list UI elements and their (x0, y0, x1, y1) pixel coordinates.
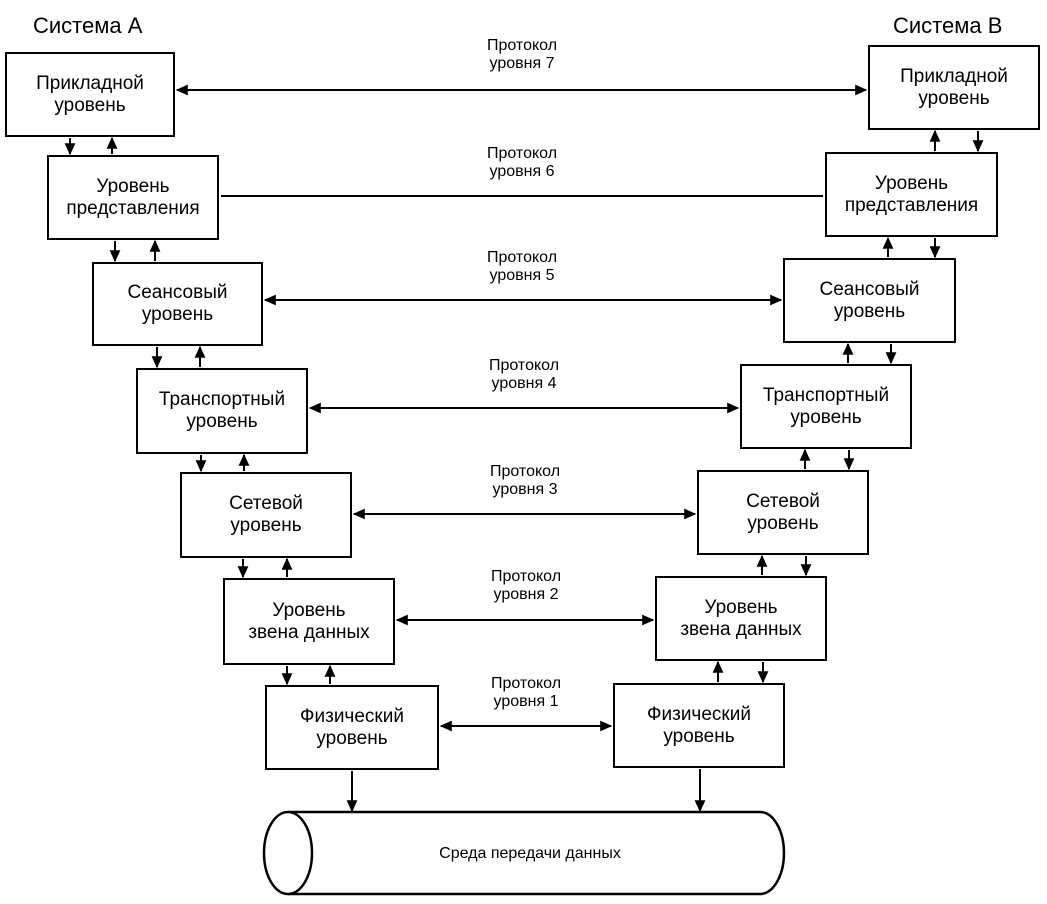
layer-a-application-box: Прикладной уровень (5, 52, 175, 137)
layer-b-application-line2: уровень (918, 87, 990, 109)
protocol-2-line2: уровня 2 (493, 586, 559, 603)
layer-b-transport-box: Транспортный уровень (740, 364, 912, 449)
transmission-medium-cylinder (262, 810, 786, 896)
layer-a-session-box: Сеансовый уровень (92, 262, 263, 346)
protocol-6-line1: Протокол (486, 145, 558, 162)
layer-b-transport-line2: уровень (790, 406, 862, 428)
system-a-title: Система А (33, 13, 143, 38)
layer-b-transport-line1: Транспортный (762, 384, 890, 406)
layer-a-network-line1: Сетевой (229, 493, 303, 514)
protocol-5-line1: Протокол (486, 249, 558, 266)
layer-a-physical-box: Физический уровень (265, 685, 439, 770)
layer-a-presentation-line2: представления (66, 197, 200, 219)
protocol-7-label: Протокол уровня 7 (422, 37, 622, 73)
layer-a-presentation-box: Уровень представления (47, 155, 219, 240)
layer-b-network-line1: Сетевой (746, 490, 820, 512)
protocol-7-line2: уровня 7 (489, 55, 555, 72)
layer-a-application-line1: Прикладной (36, 72, 144, 94)
layer-a-application-line2: уровень (54, 94, 126, 116)
layer-a-presentation-line1: Уровень (96, 175, 170, 197)
layer-a-datalink-box: Уровень звена данных (223, 578, 395, 665)
layer-b-application-box: Прикладной уровень (868, 45, 1040, 130)
layer-b-presentation-line2: представления (844, 194, 979, 216)
protocol-7-line1: Протокол (486, 37, 558, 54)
layer-a-datalink-line1: Уровень (272, 599, 346, 621)
layer-a-transport-line2: уровень (186, 411, 258, 432)
protocol-6-line2: уровня 6 (489, 163, 555, 180)
protocol-4-label: Протокол уровня 4 (424, 357, 624, 393)
protocol-5-line2: уровня 5 (489, 267, 555, 284)
protocol-3-label: Протокол уровня 3 (425, 463, 625, 499)
layer-b-datalink-line2: звена данных (680, 618, 802, 640)
protocol-4-line2: уровня 4 (491, 375, 557, 392)
layer-a-transport-line1: Транспортный (158, 389, 286, 410)
layer-a-network-box: Сетевой уровень (180, 472, 352, 558)
layer-a-physical-line2: уровень (316, 727, 388, 749)
layer-b-session-line1: Сеансовый (819, 278, 920, 300)
protocol-3-line2: уровня 3 (492, 481, 558, 498)
layer-b-datalink-box: Уровень звена данных (655, 576, 827, 661)
protocol-1-line2: уровня 1 (493, 693, 559, 710)
layer-a-physical-line1: Физический (300, 705, 404, 727)
layer-b-physical-line2: уровень (663, 725, 735, 747)
layer-b-datalink-line1: Уровень (704, 596, 778, 618)
layer-b-session-box: Сеансовый уровень (783, 258, 956, 343)
protocol-6-label: Протокол уровня 6 (422, 145, 622, 181)
layer-b-application-line1: Прикладной (900, 65, 1008, 87)
layer-b-session-line2: уровень (833, 300, 906, 322)
protocol-2-label: Протокол уровня 2 (426, 568, 626, 604)
protocol-1-label: Протокол уровня 1 (426, 675, 626, 711)
protocol-3-line1: Протокол (489, 463, 561, 480)
layer-a-transport-box: Транспортный уровень (136, 368, 308, 454)
layer-b-presentation-line1: Уровень (874, 172, 949, 194)
layer-b-physical-line1: Физический (647, 703, 751, 725)
layer-a-datalink-line2: звена данных (248, 621, 370, 643)
layer-b-presentation-box: Уровень представления (825, 152, 998, 237)
layer-b-physical-box: Физический уровень (613, 683, 785, 768)
layer-a-network-line2: уровень (230, 515, 302, 536)
protocol-4-line1: Протокол (488, 357, 560, 374)
layer-b-network-line2: уровень (747, 512, 819, 534)
layer-b-network-box: Сетевой уровень (697, 470, 869, 555)
protocol-2-line1: Протокол (490, 568, 562, 585)
protocol-1-line1: Протокол (490, 675, 562, 692)
system-b-title: Система В (893, 13, 1003, 38)
layer-a-session-line2: уровень (141, 304, 214, 325)
layer-a-session-line1: Сеансовый (127, 282, 228, 303)
transmission-medium-label: Среда передачи данных (439, 845, 621, 862)
protocol-5-label: Протокол уровня 5 (422, 249, 622, 285)
